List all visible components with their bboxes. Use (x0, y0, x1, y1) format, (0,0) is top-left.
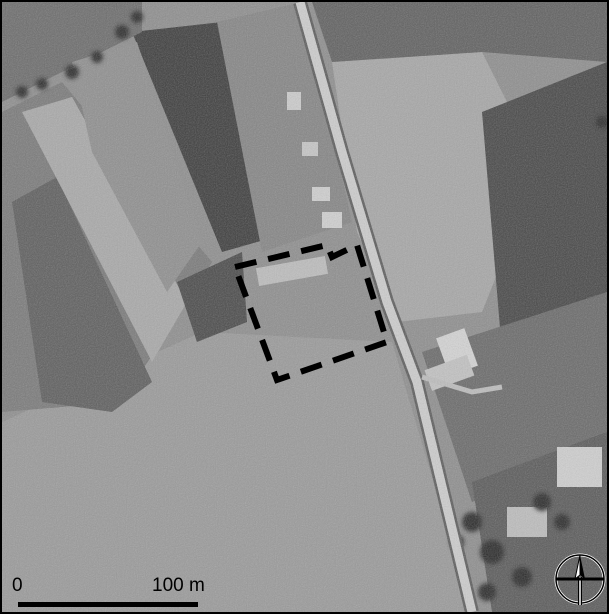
scale-end-label: 100 m (152, 575, 205, 596)
scale-bar (18, 602, 198, 607)
north-arrow-icon (554, 553, 606, 605)
scale-start-label: 0 (12, 575, 23, 596)
study-area-outline (231, 240, 391, 384)
